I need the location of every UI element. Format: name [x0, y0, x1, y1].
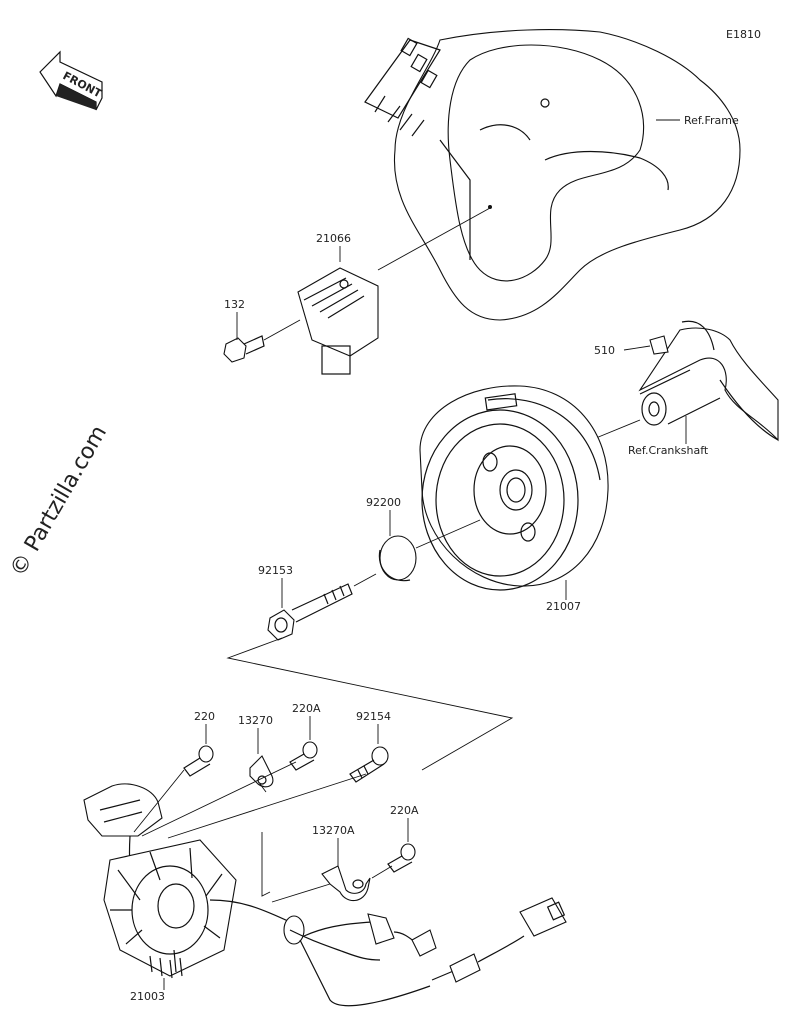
bolt-92154-drawing	[349, 746, 389, 783]
part-label-220a-top[interactable]: 220A	[292, 702, 321, 715]
front-arrow-icon: FRONT	[39, 50, 104, 111]
part-label-21007[interactable]: 21007	[546, 600, 581, 613]
ref-frame-label: Ref.Frame	[684, 114, 739, 127]
part-label-13270a[interactable]: 13270A	[312, 824, 355, 837]
part-label-92154[interactable]: 92154	[356, 710, 391, 723]
screw-220a-top-drawing	[289, 741, 318, 771]
bolt-132-drawing	[223, 335, 265, 363]
screw-220-drawing	[183, 745, 214, 777]
clamp-13270a-drawing	[321, 865, 371, 902]
washer-drawing	[378, 535, 417, 582]
part-label-13270[interactable]: 13270	[238, 714, 273, 727]
flywheel-drawing	[419, 385, 609, 591]
regulator-drawing	[297, 267, 379, 375]
part-label-92200[interactable]: 92200	[366, 496, 401, 509]
frame-drawing	[364, 29, 741, 321]
part-label-220[interactable]: 220	[194, 710, 215, 723]
part-label-21003[interactable]: 21003	[130, 990, 165, 1003]
wire-harness-drawing	[283, 897, 567, 1007]
part-label-92153[interactable]: 92153	[258, 564, 293, 577]
part-label-220a-bottom[interactable]: 220A	[390, 804, 419, 817]
screw-220a-bottom-drawing	[387, 843, 416, 873]
part-label-132[interactable]: 132	[224, 298, 245, 311]
diagram-code: E1810	[726, 28, 761, 41]
stator-drawing	[83, 783, 291, 979]
part-label-510[interactable]: 510	[594, 344, 615, 357]
bolt-92153-drawing	[267, 583, 353, 641]
watermark: © Partzilla.com	[6, 421, 113, 581]
crankshaft-drawing	[638, 320, 779, 442]
clamp-13270-drawing	[249, 755, 274, 788]
part-label-21066[interactable]: 21066	[316, 232, 351, 245]
ref-crankshaft-label: Ref.Crankshaft	[628, 444, 709, 457]
